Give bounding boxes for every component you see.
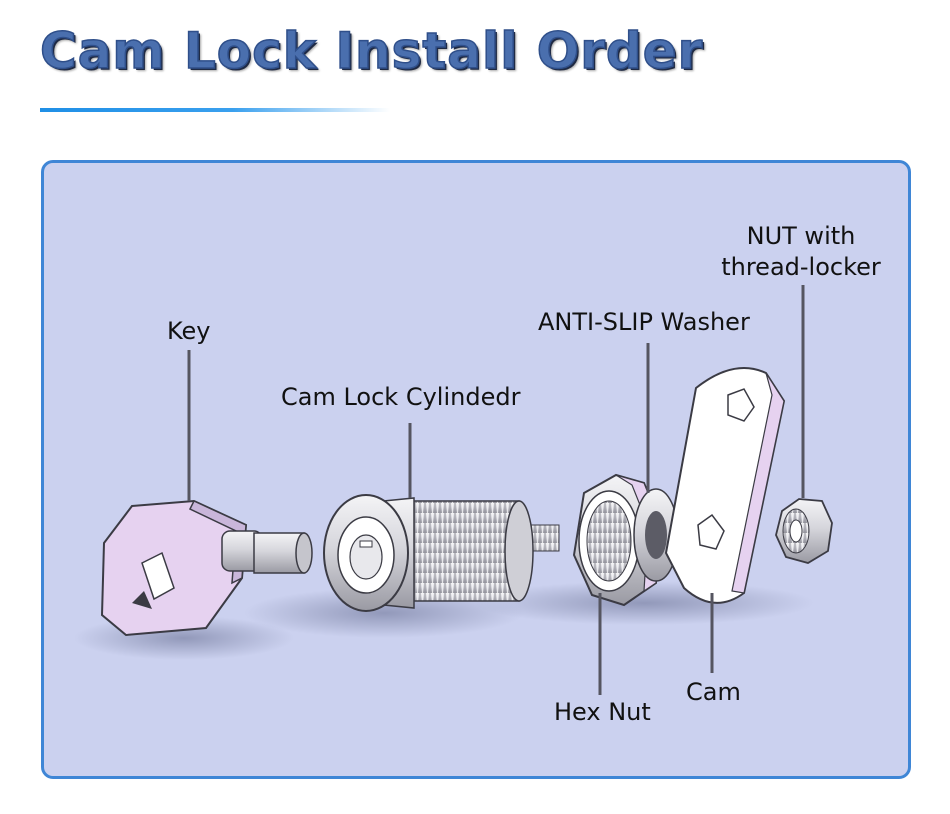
cam-label: Cam — [686, 678, 741, 706]
nut-label-line-2: thread-locker — [721, 253, 881, 281]
key-label: Key — [167, 317, 211, 345]
key-part — [100, 499, 313, 637]
nut-label: NUT with thread-locker — [696, 221, 906, 283]
hex-nut-label: Hex Nut — [554, 698, 651, 726]
title-underline — [40, 108, 390, 112]
exploded-view-illustration — [74, 285, 833, 695]
locking-nut-part — [775, 498, 833, 564]
diagram-panel: Key Cam Lock Cylindedr ANTI-SLIP Washer … — [41, 160, 911, 779]
washer-label: ANTI-SLIP Washer — [538, 308, 750, 336]
cam-part — [664, 367, 786, 604]
nut-label-line-1: NUT with — [746, 222, 856, 250]
cylinder-label: Cam Lock Cylindedr — [281, 383, 521, 411]
washer-part — [633, 488, 679, 582]
cylinder-part — [323, 494, 560, 612]
page-title: Cam Lock Install Order — [39, 21, 704, 81]
